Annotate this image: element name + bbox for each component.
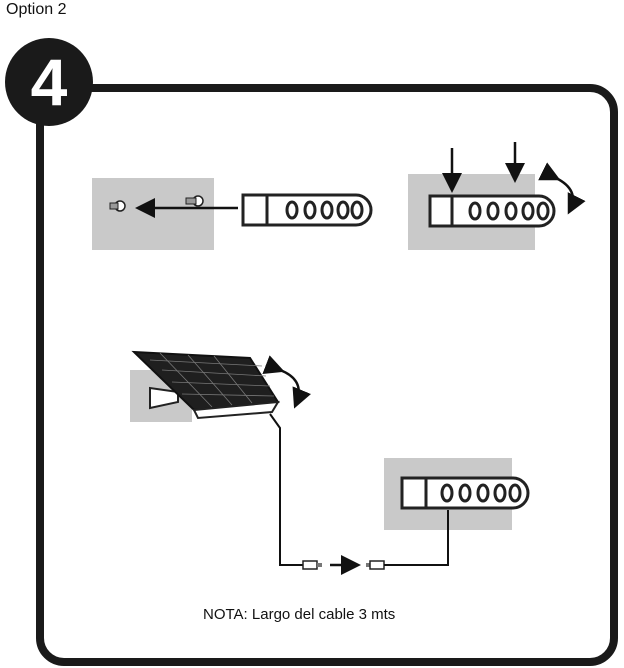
step-number-badge: 4 bbox=[5, 38, 93, 126]
light-bar bbox=[428, 194, 556, 228]
rotate-arrow-icon bbox=[538, 162, 586, 215]
panel-bracket bbox=[149, 386, 179, 410]
tilt-arrow-icon bbox=[262, 355, 311, 409]
wall-plate-1 bbox=[92, 178, 214, 250]
scene-screw-mounting bbox=[92, 178, 373, 250]
scene-light-mounted bbox=[408, 142, 586, 250]
option-label: Option 2 bbox=[6, 1, 67, 18]
scene-solar-connection bbox=[130, 350, 530, 575]
light-bar bbox=[241, 193, 373, 227]
light-cable bbox=[384, 510, 449, 566]
cable-plug-icon bbox=[302, 560, 322, 570]
cable-length-note: NOTA: Largo del cable 3 mts bbox=[203, 606, 396, 623]
screw-icon bbox=[185, 195, 204, 207]
panel-cable bbox=[269, 413, 303, 566]
solar-panel bbox=[131, 350, 280, 420]
screw-icon bbox=[109, 200, 126, 212]
light-bar bbox=[400, 476, 530, 510]
cable-socket-icon bbox=[366, 560, 385, 570]
